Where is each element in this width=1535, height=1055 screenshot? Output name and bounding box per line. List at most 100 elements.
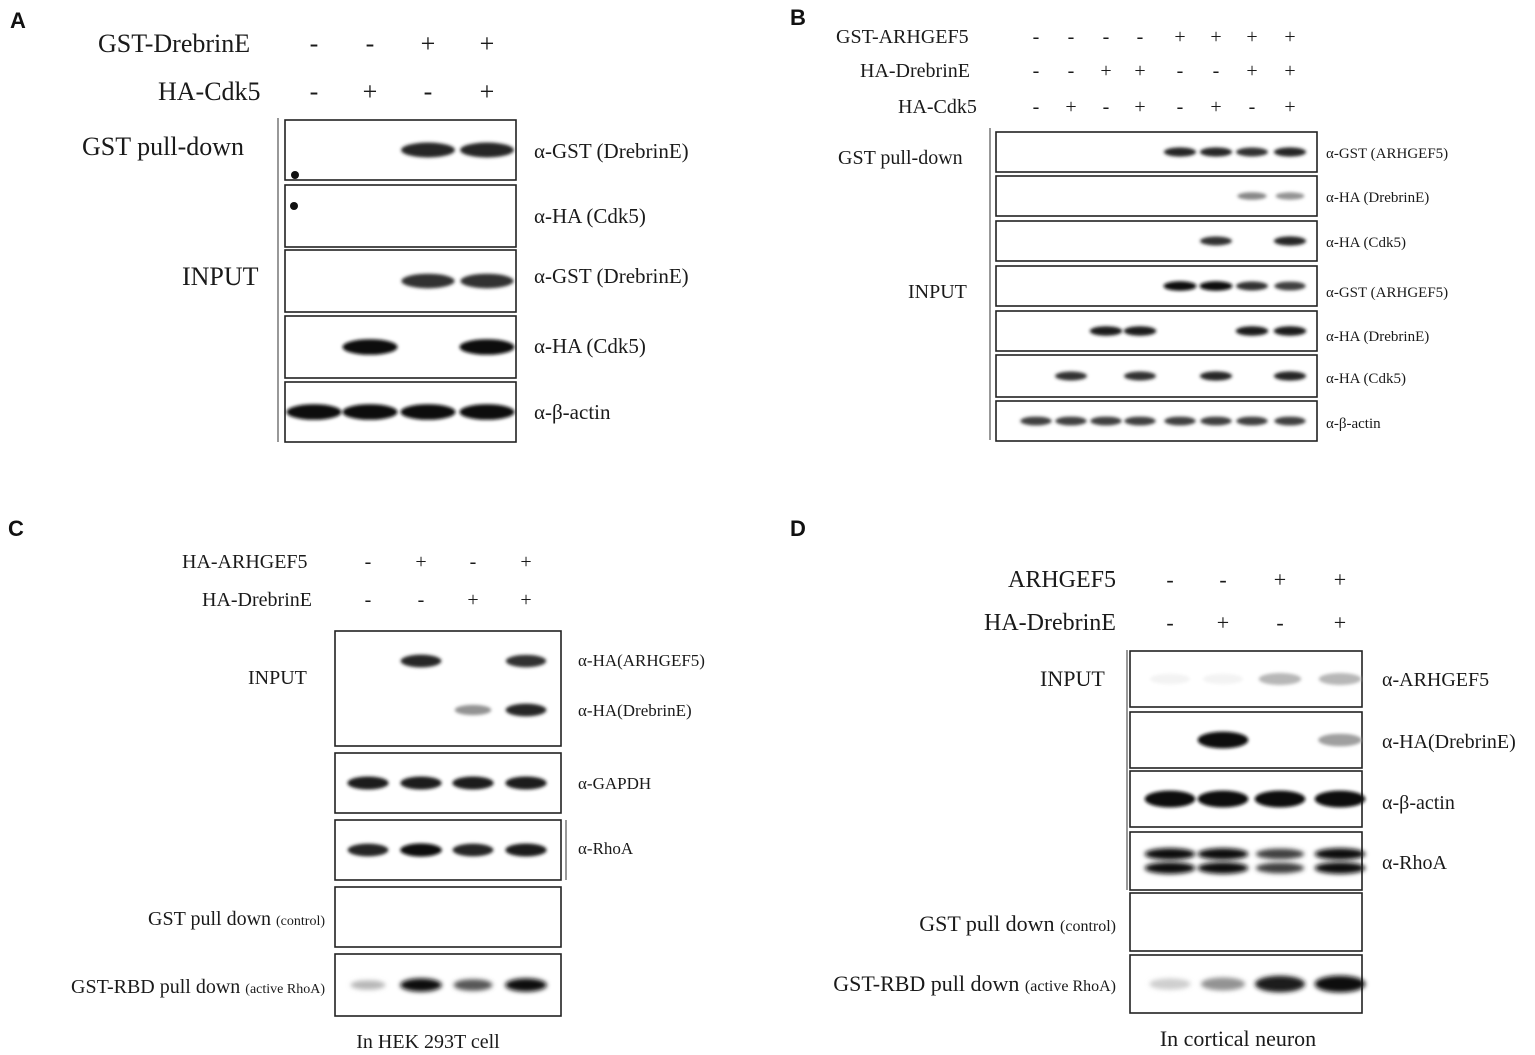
blot-band [454,704,492,716]
blot-box [334,630,562,747]
sign: - [1249,96,1256,118]
blot-band [1237,192,1267,200]
blot-band [1055,371,1087,381]
blot-box [995,354,1318,398]
blot-label: α-GST (ARHGEF5) [1326,146,1448,162]
panel-c-sign-row-1: - + - + [365,551,532,573]
side-label-note: (active RhoA) [1025,978,1116,995]
blot-band [1274,281,1306,291]
blot-band [460,142,514,158]
blot-band [1255,862,1305,874]
side-label-note: (control) [276,914,325,929]
blot-band [1199,371,1233,381]
sign: - [366,29,375,58]
blot-box [995,131,1318,173]
blot-band [1144,862,1196,874]
panel-c-blot-labels: α-HA(ARHGEF5) α-HA(DrebrinE) α-GAPDH α-R… [578,651,705,858]
blot-band [1275,192,1305,200]
sign: - [1177,60,1184,82]
blot-label: α-ARHGEF5 [1382,669,1489,691]
panel-c-group-input: INPUT [248,667,307,689]
panel-d-condition-arhgef5: ARHGEF5 [1008,567,1116,593]
panel-d-side-label-rbd: GST-RBD pull down (active RhoA) [833,971,1116,996]
sign: + [1284,96,1295,118]
blot-band [1235,326,1269,336]
panel-d: D ARHGEF5 HA-DrebrinE - - + + - + - + IN… [790,516,1516,1051]
blot-band [1258,673,1302,685]
sign: - [418,589,425,611]
blot-band [459,339,515,355]
blot-band [347,776,389,790]
panel-c: C HA-ARHGEF5 HA-DrebrinE - + - + - - + +… [8,516,705,1053]
sign: + [1217,610,1229,635]
blot-band [1123,326,1157,336]
blot-box [995,175,1318,217]
blot-band [460,273,514,289]
sign: - [1103,26,1110,48]
panel-b-signs: - - - - + + + + - - + + - - + + - + [1033,26,1296,118]
blot-band [1273,147,1307,157]
blot-label: α-HA(DrebrinE) [1382,731,1516,753]
blot-band [1273,371,1307,381]
blot-band [401,273,455,289]
panel-b-group-gst-pull-down: GST pull-down [838,147,963,169]
sign: - [310,29,319,58]
sign: + [1274,567,1286,592]
panel-a-condition-gst-drebrine: GST-DrebrinE [98,29,250,58]
panel-a-group-gst-pull-down: GST pull-down [82,132,244,161]
sign: + [1284,60,1295,82]
sign: - [1068,60,1075,82]
blot-band [1164,416,1196,426]
panel-b-sign-row-2: - - + + - - + + [1033,60,1296,82]
blot-label: α-HA (DrebrinE) [1326,190,1429,206]
blot-band [1318,733,1362,747]
blot-label: α-HA (Cdk5) [1326,371,1406,387]
blot-band [1314,848,1366,860]
blot-label: α-HA (Cdk5) [534,334,646,358]
side-label-main: GST-RBD pull down [833,971,1019,996]
panel-c-side-label-control: GST pull down (control) [148,908,325,930]
blot-band [1150,673,1190,685]
blot-box [995,220,1318,262]
panel-b-group-input: INPUT [908,281,967,303]
blot-band [1163,147,1197,157]
blot-band [1199,281,1233,291]
panel-c-footer: In HEK 293T cell [356,1031,500,1053]
panel-d-side-label-control: GST pull down (control) [919,911,1116,936]
sign: + [1100,60,1111,82]
sign: - [1219,567,1226,592]
panel-d-footer: In cortical neuron [1160,1026,1316,1051]
panel-a-sign-row-1: - - + + [310,29,495,58]
blot-label: α-GST (DrebrinE) [534,139,689,163]
blot-band [1197,731,1249,749]
sign: + [1174,26,1185,48]
sign: - [1137,26,1144,48]
sign: - [1103,96,1110,118]
blot-label: α-GST (DrebrinE) [534,264,689,288]
blot-label: α-RhoA [578,839,634,858]
blot-band [1090,416,1122,426]
panel-b-blots [995,131,1318,442]
blot-band [1314,790,1366,808]
sign: - [1166,567,1173,592]
sign: + [1134,96,1145,118]
blot-band [400,978,442,992]
sign: - [1033,96,1040,118]
sign: + [1246,26,1257,48]
sign: + [480,77,495,106]
side-label-main: GST-RBD pull down [71,976,240,998]
panel-d-group-input: INPUT [1040,666,1105,691]
panel-a-blot-labels: α-GST (DrebrinE) α-HA (Cdk5) α-GST (Dreb… [534,139,689,424]
blot-band [342,339,398,355]
side-label-note: (active RhoA) [245,982,325,997]
panel-b: B GST-ARHGEF5 HA-DrebrinE HA-Cdk5 - - - … [790,5,1448,442]
panel-d-sign-row-2: - + - + [1166,610,1346,635]
blot-band [1318,673,1362,685]
sign: + [415,551,426,573]
blot-band [1200,416,1232,426]
blot-label: α-HA(DrebrinE) [578,701,692,720]
blot-band [286,404,342,420]
blot-band [505,978,547,992]
panel-b-blot-labels: α-GST (ARHGEF5) α-HA (DrebrinE) α-HA (Cd… [1326,146,1448,432]
blot-label: α-HA(ARHGEF5) [578,651,705,670]
